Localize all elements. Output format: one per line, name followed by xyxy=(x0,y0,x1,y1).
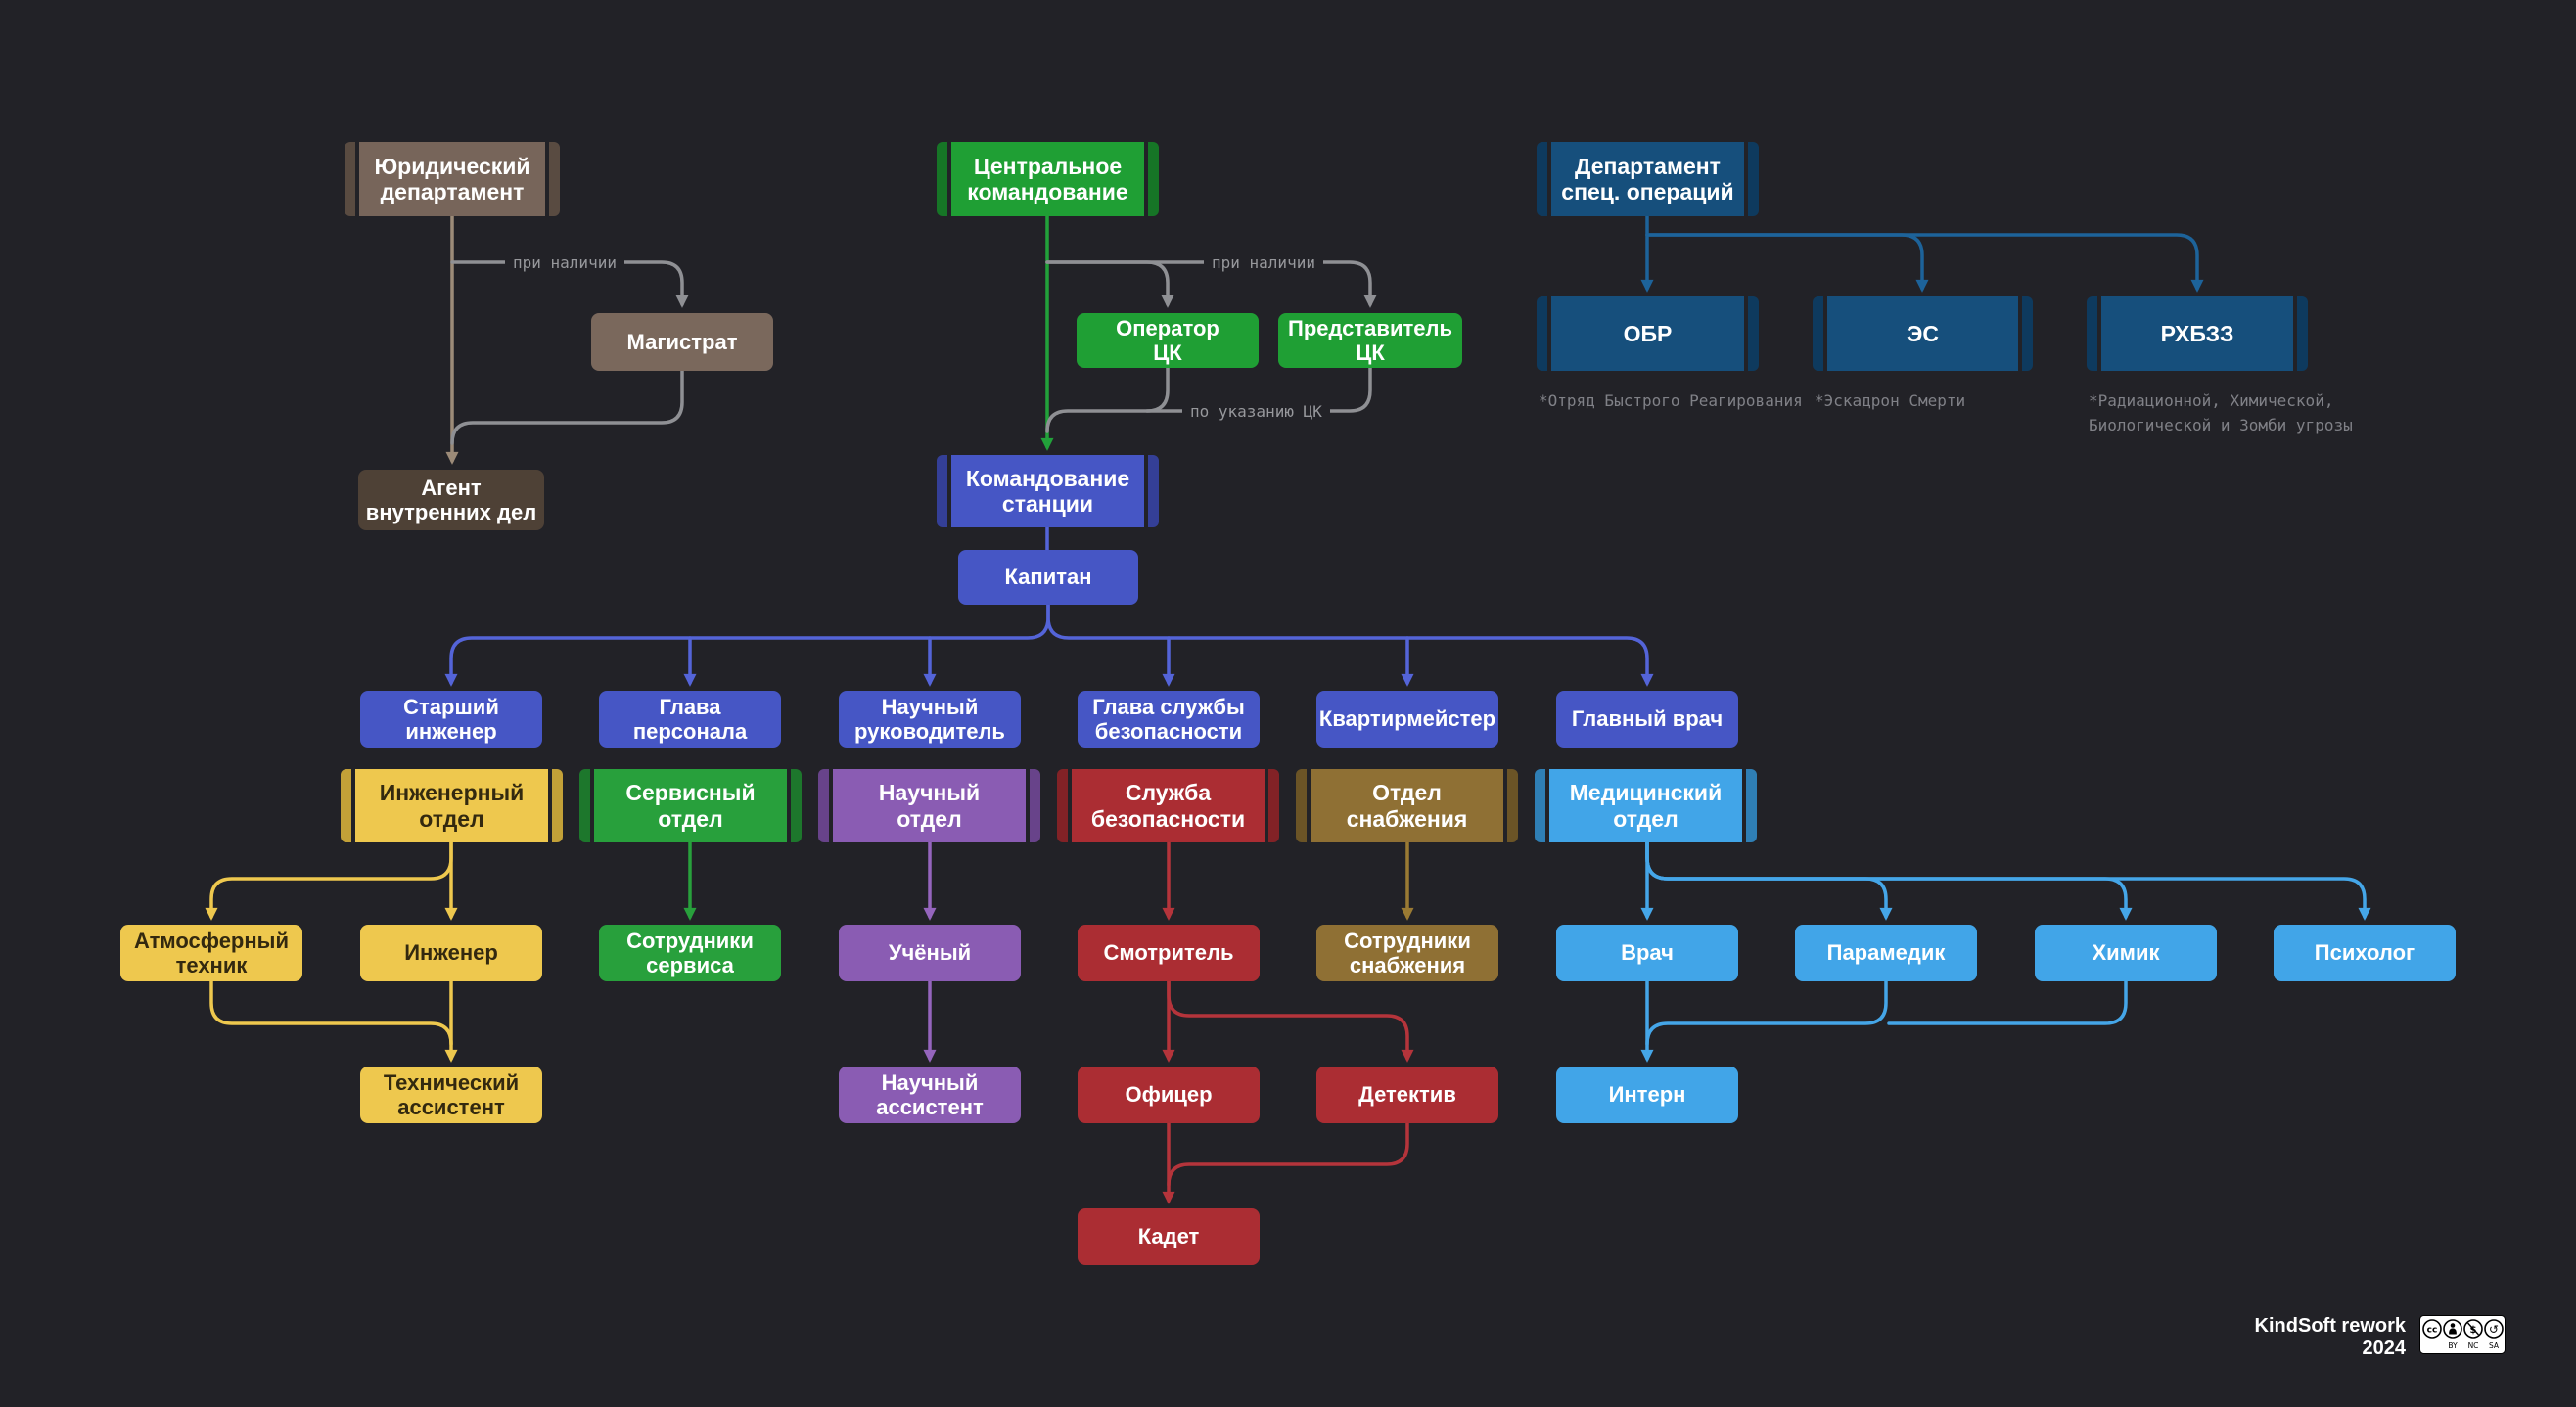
node-dept-engineering: Инженерный отдел xyxy=(341,769,563,842)
node-dept-supply: Отдел снабжения xyxy=(1296,769,1518,842)
connectors-central-command xyxy=(1040,214,1377,451)
svg-text:cc: cc xyxy=(2427,1326,2438,1336)
node-warden: Смотритель xyxy=(1078,925,1260,981)
node-station-command: Командование станции xyxy=(937,455,1159,527)
node-detective: Детектив xyxy=(1316,1067,1498,1123)
node-internal-affairs-agent: Агент внутренних дел xyxy=(358,470,544,530)
node-chief-engineer: Старший инженер xyxy=(360,691,542,748)
cc-license-icon: cc $ ↺ BY NC SA xyxy=(2419,1315,2506,1354)
node-dept-medical: Медицинский отдел xyxy=(1535,769,1757,842)
node-cc-representative: Представитель ЦК xyxy=(1278,313,1462,368)
node-research-director: Научный руководитель xyxy=(839,691,1021,748)
node-chief-medical-officer: Главный врач xyxy=(1556,691,1738,748)
node-spec-ops-department: Департамент спец. операций xyxy=(1537,142,1759,216)
footnote-rhbzz: *Радиационной, Химической, Биологической… xyxy=(2089,391,2353,434)
edge-label-by-cc-order: по указанию ЦК xyxy=(1182,401,1330,422)
node-chemist: Химик xyxy=(2035,925,2217,981)
node-officer: Офицер xyxy=(1078,1067,1260,1123)
svg-text:SA: SA xyxy=(2489,1341,2500,1350)
footnote-es: *Эскадрон Смерти xyxy=(1815,391,1966,410)
node-dept-science: Научный отдел xyxy=(818,769,1040,842)
node-scientist: Учёный xyxy=(839,925,1021,981)
node-service-workers: Сотрудники сервиса xyxy=(599,925,781,981)
connectors-security xyxy=(1162,840,1414,1204)
connectors-captain xyxy=(444,525,1654,687)
node-head-of-personnel: Глава персонала xyxy=(599,691,781,748)
node-supply-workers: Сотрудники снабжения xyxy=(1316,925,1498,981)
node-es: ЭС xyxy=(1813,296,2033,371)
node-atmospheric-technician: Атмосферный техник xyxy=(120,925,302,981)
node-legal-department: Юридический департамент xyxy=(345,142,560,216)
node-cadet: Кадет xyxy=(1078,1208,1260,1265)
node-rhbzz: РХБЗЗ xyxy=(2087,296,2308,371)
credit-line1: KindSoft rework xyxy=(2254,1315,2406,1337)
node-captain: Капитан xyxy=(958,550,1138,605)
node-engineer: Инженер xyxy=(360,925,542,981)
node-intern: Интерн xyxy=(1556,1067,1738,1123)
node-technical-assistant: Технический ассистент xyxy=(360,1067,542,1123)
node-cc-operator: Оператор ЦК xyxy=(1077,313,1259,368)
connectors-engineering xyxy=(205,840,458,1063)
cc-license-badge: cc $ ↺ BY NC SA xyxy=(2419,1315,2506,1359)
footnote-obr: *Отряд Быстрого Реагирования xyxy=(1539,391,1803,410)
node-psychologist: Психолог xyxy=(2274,925,2456,981)
edge-label-when-available-legal: при наличии xyxy=(505,252,624,273)
credit: KindSoft rework 2024 xyxy=(2183,1315,2406,1360)
node-paramedic: Парамедик xyxy=(1795,925,1977,981)
node-dept-security: Служба безопасности xyxy=(1057,769,1279,842)
node-quartermaster: Квартирмейстер xyxy=(1316,691,1498,748)
connectors-medical xyxy=(1640,840,2371,1063)
svg-text:BY: BY xyxy=(2448,1341,2458,1350)
connectors-spec-ops xyxy=(1640,214,2204,293)
node-dept-service: Сервисный отдел xyxy=(579,769,802,842)
svg-text:NC: NC xyxy=(2468,1341,2479,1350)
svg-text:↺: ↺ xyxy=(2489,1323,2499,1337)
node-magistrate: Магистрат xyxy=(591,313,773,371)
edge-label-when-available-cc: при наличии xyxy=(1204,252,1323,273)
node-doctor: Врач xyxy=(1556,925,1738,981)
node-head-of-security: Глава службы безопасности xyxy=(1078,691,1260,748)
connectors-legal xyxy=(445,214,689,465)
svg-text:$: $ xyxy=(2470,1325,2477,1336)
credit-line2: 2024 xyxy=(2362,1338,2407,1359)
node-research-assistant: Научный ассистент xyxy=(839,1067,1021,1123)
node-obr: ОБР xyxy=(1537,296,1759,371)
node-central-command: Центральное командование xyxy=(937,142,1159,216)
